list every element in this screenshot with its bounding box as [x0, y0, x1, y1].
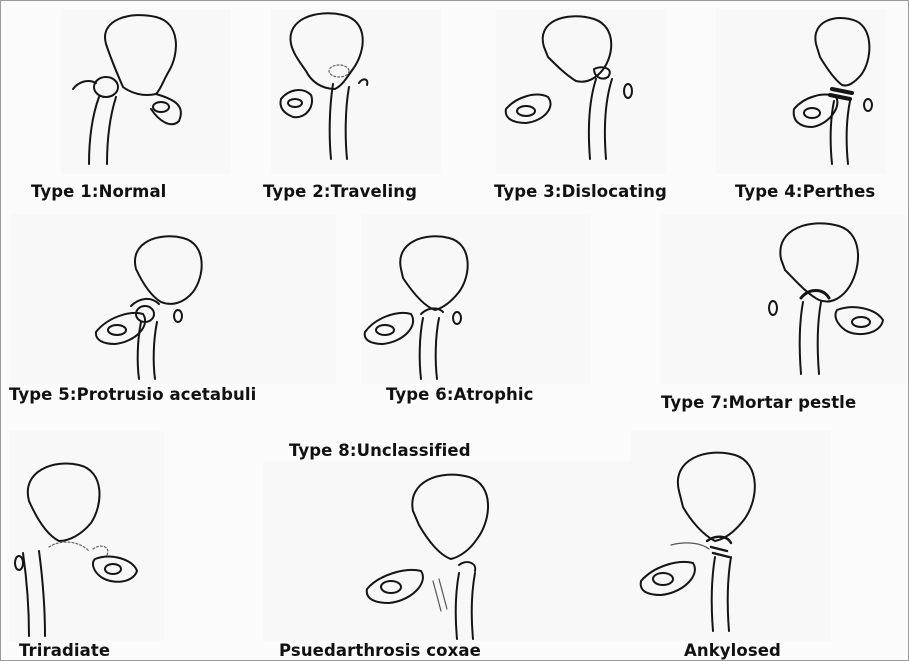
hip-drawing-type3 [496, 9, 666, 174]
label-ankylosed: Ankylosed [684, 641, 781, 660]
label-type6: Type 6:Atrophic [386, 385, 534, 404]
panel-type2 [271, 9, 441, 174]
panel-type1 [61, 9, 231, 174]
label-type3: Type 3:Dislocating [494, 182, 667, 201]
hip-drawing-type6 [361, 214, 591, 384]
panel-psuedarthrosis [263, 461, 633, 641]
label-type1: Type 1:Normal [31, 182, 166, 201]
hip-drawing-type1 [61, 9, 231, 174]
panel-type3 [496, 9, 666, 174]
label-type7: Type 7:Mortar pestle [661, 393, 856, 412]
panel-type5 [11, 214, 336, 384]
label-psuedarthrosis: Psuedarthrosis coxae [279, 641, 481, 660]
label-triradiate: Triradiate [19, 641, 110, 660]
label-type5: Type 5:Protrusio acetabuli [9, 385, 256, 404]
panel-type7 [661, 214, 906, 384]
panel-type6 [361, 214, 591, 384]
label-type2: Type 2:Traveling [263, 182, 417, 201]
panel-ankylosed [631, 431, 831, 641]
panel-type4 [716, 9, 886, 174]
hip-drawing-type4 [716, 9, 886, 174]
hip-drawing-psuedarthrosis [263, 461, 633, 641]
panel-triradiate [9, 431, 164, 641]
hip-drawing-type2 [271, 9, 441, 174]
hip-drawing-type5 [11, 214, 336, 384]
hip-drawing-type7 [661, 214, 906, 384]
hip-drawing-triradiate [9, 431, 164, 641]
label-type4: Type 4:Perthes [735, 182, 875, 201]
label-type8: Type 8:Unclassified [289, 441, 471, 460]
hip-drawing-ankylosed [631, 431, 831, 641]
